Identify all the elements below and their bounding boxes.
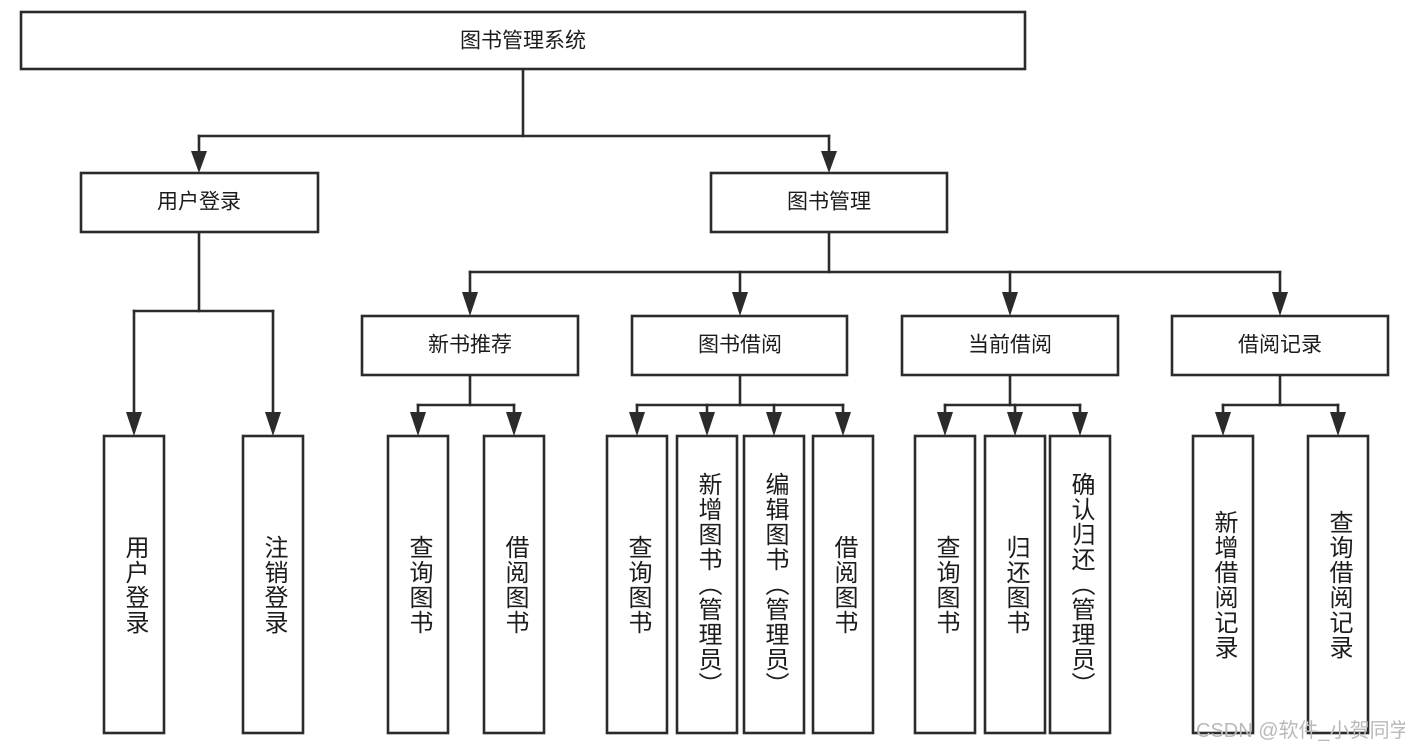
leaf-query-book-3-box[interactable] — [913, 434, 977, 735]
arrow-to-leaf-query-book-1 — [410, 412, 426, 436]
node-book-manage-box[interactable] — [709, 171, 949, 234]
node-book-manage-label: 图书管理 — [787, 191, 871, 214]
node-new-book-recommend[interactable]: 新书推荐 — [360, 314, 580, 377]
arrow-to-leaf-confirm-return — [1072, 412, 1088, 436]
node-root-box[interactable] — [19, 10, 1027, 71]
arrow-to-leaf-borrow-book-2 — [835, 412, 851, 436]
node-user-login-label: 用户登录 — [157, 191, 241, 214]
arrow-to-current-borrow — [1002, 292, 1018, 316]
leaf-borrow-book-1-box[interactable] — [482, 434, 546, 735]
node-book-borrow-box[interactable] — [630, 314, 849, 377]
leaf-boxes-layer — [102, 434, 1370, 735]
node-root-label: 图书管理系统 — [460, 30, 586, 53]
node-book-manage[interactable]: 图书管理 — [709, 171, 949, 234]
arrow-to-leaf-logout-login — [265, 412, 281, 436]
arrow-to-user-login — [191, 151, 207, 173]
leaf-query-book-1-box[interactable] — [386, 434, 450, 735]
node-root[interactable]: 图书管理系统 — [19, 10, 1027, 71]
arrow-to-new-book-recommend — [462, 292, 478, 316]
leaf-return-book-box[interactable] — [983, 434, 1047, 735]
leaf-confirm-return-box[interactable] — [1048, 434, 1112, 735]
arrow-to-leaf-query-book-3 — [937, 412, 953, 436]
arrow-to-leaf-return-book — [1007, 412, 1023, 436]
leaf-borrow-book-2-box[interactable] — [811, 434, 875, 735]
arrow-to-leaf-query-borrow-record — [1330, 412, 1346, 436]
arrow-to-leaf-add-book — [699, 412, 715, 436]
node-new-book-recommend-box[interactable] — [360, 314, 580, 377]
node-user-login-box[interactable] — [79, 171, 320, 234]
node-book-borrow[interactable]: 图书借阅 — [630, 314, 849, 377]
leaf-add-borrow-record-box[interactable] — [1191, 434, 1255, 735]
node-user-login[interactable]: 用户登录 — [79, 171, 320, 234]
leaf-logout-login-box[interactable] — [241, 434, 305, 735]
leaf-add-book-box[interactable] — [675, 434, 739, 735]
leaf-user-login-box[interactable] — [102, 434, 166, 735]
arrow-to-book-borrow — [732, 292, 748, 316]
node-current-borrow-box[interactable] — [900, 314, 1120, 377]
arrow-to-leaf-user-login — [126, 412, 142, 436]
node-current-borrow[interactable]: 当前借阅 — [900, 314, 1120, 377]
arrow-to-leaf-query-book-2 — [629, 412, 645, 436]
leaf-query-book-2-box[interactable] — [605, 434, 669, 735]
node-borrow-record[interactable]: 借阅记录 — [1170, 314, 1390, 377]
edges-layer — [126, 67, 1346, 436]
arrow-to-book-manage — [821, 151, 837, 173]
leaf-query-borrow-record-box[interactable] — [1306, 434, 1370, 735]
arrow-to-borrow-record — [1272, 292, 1288, 316]
node-borrow-record-box[interactable] — [1170, 314, 1390, 377]
csdn-watermark: CSDN @软件_小贺同学 — [1196, 720, 1405, 742]
node-borrow-record-label: 借阅记录 — [1238, 334, 1322, 357]
node-current-borrow-label: 当前借阅 — [968, 334, 1052, 357]
node-new-book-recommend-label: 新书推荐 — [428, 334, 512, 357]
arrow-to-leaf-add-borrow-record — [1215, 412, 1231, 436]
arrow-to-leaf-edit-book — [766, 412, 782, 436]
leaf-edit-book-box[interactable] — [742, 434, 806, 735]
node-book-borrow-label: 图书借阅 — [698, 334, 782, 357]
arrow-to-leaf-borrow-book-1 — [506, 412, 522, 436]
